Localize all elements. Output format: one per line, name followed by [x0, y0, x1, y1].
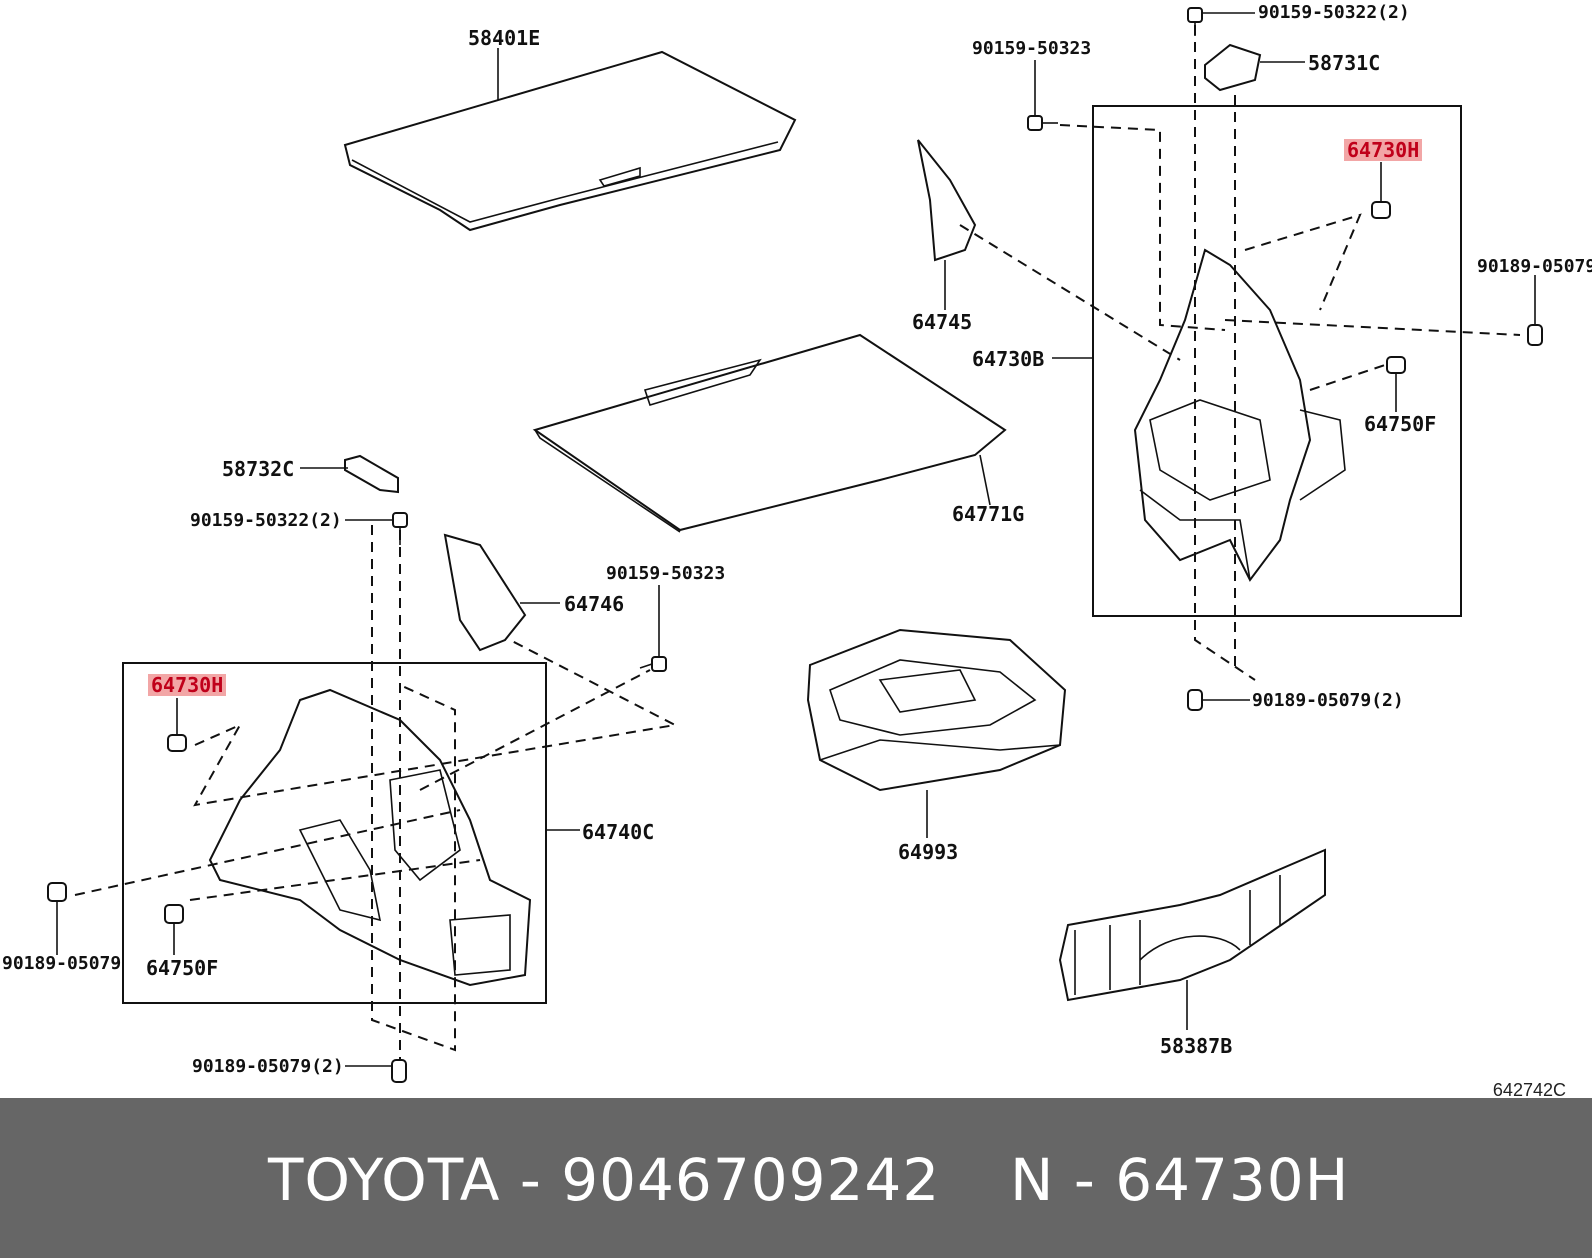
fastener-clip-90189-2-right — [1187, 689, 1250, 711]
clip-58732c — [300, 454, 399, 494]
fastener-bolt-left-top — [345, 512, 408, 545]
fastener-clip-90189-right — [1527, 275, 1543, 346]
fastener-clip-90189-left — [47, 882, 67, 955]
side-trim-left-64740c — [208, 688, 532, 987]
label-64750f-left: 64750F — [146, 956, 219, 980]
deck-board-64771g — [532, 333, 1007, 533]
label-64730b: 64730B — [972, 347, 1045, 371]
label-90189-05079-2-bottom: 90189-05079(2) — [192, 1056, 344, 1077]
footer-brand-part-number: TOYOTA - 9046709242 — [268, 1146, 941, 1214]
bracket-64746 — [443, 533, 560, 652]
label-90159-50322-2-left: 90159-50322(2) — [190, 510, 342, 531]
label-90189-05079-right: 90189-05079 — [1477, 256, 1592, 277]
label-64750f-right: 64750F — [1364, 412, 1437, 436]
fastener-bolt-90159-50323 — [1027, 60, 1058, 131]
box-64730b — [1092, 105, 1462, 617]
diagram-artwork — [47, 7, 1543, 1083]
tire-tray-64993 — [806, 628, 1067, 838]
label-58731c: 58731C — [1308, 51, 1381, 75]
label-64740c: 64740C — [582, 820, 655, 844]
side-trim-right-64730b — [1133, 248, 1346, 582]
assembly-lines — [74, 25, 1521, 1060]
sill-plate-58387b — [1058, 848, 1326, 1030]
label-90189-05079-left: 90189-05079 — [2, 953, 122, 974]
label-64745: 64745 — [912, 310, 973, 334]
label-64730h-left: 64730H — [148, 674, 227, 696]
label-64746: 64746 — [564, 592, 625, 616]
label-90159-50322-2-top: 90159-50322(2) — [1258, 2, 1410, 23]
label-64730h-right: 64730H — [1344, 139, 1423, 161]
parts-diagram: 58401E 90159-50322(2) 58731C 90159-50323… — [2, 2, 1592, 1101]
label-64993: 64993 — [898, 840, 959, 864]
fastener-bolt-mid — [639, 585, 667, 672]
fastener-clip-64730h-left — [167, 698, 187, 752]
footer-reference: N - 64730H — [1010, 1146, 1350, 1214]
box-64740c — [122, 662, 547, 1004]
label-90159-50323-top: 90159-50323 — [972, 38, 1092, 59]
cap-58731c — [1204, 43, 1305, 92]
fastener-clip-64730h-right — [1371, 162, 1391, 219]
fastener-bolt-top — [1187, 7, 1255, 36]
bracket-64745 — [917, 139, 977, 310]
label-58401e: 58401E — [468, 26, 541, 50]
label-90159-50323-mid: 90159-50323 — [606, 563, 726, 584]
fastener-clip-90189-2-bottom — [345, 1059, 407, 1083]
label-58732c: 58732C — [222, 457, 295, 481]
tonneau-cover-58401e — [343, 48, 797, 232]
fastener-clip-64750f-right — [1386, 356, 1406, 412]
label-90189-05079-2-right: 90189-05079(2) — [1252, 690, 1404, 711]
fastener-clip-64750f-left — [164, 904, 184, 955]
drawing-code: 642742C — [1492, 1080, 1566, 1100]
footer-banner: TOYOTA - 9046709242 N - 64730H — [0, 1098, 1592, 1258]
label-58387b: 58387B — [1160, 1034, 1233, 1058]
label-64771g: 64771G — [952, 502, 1025, 526]
